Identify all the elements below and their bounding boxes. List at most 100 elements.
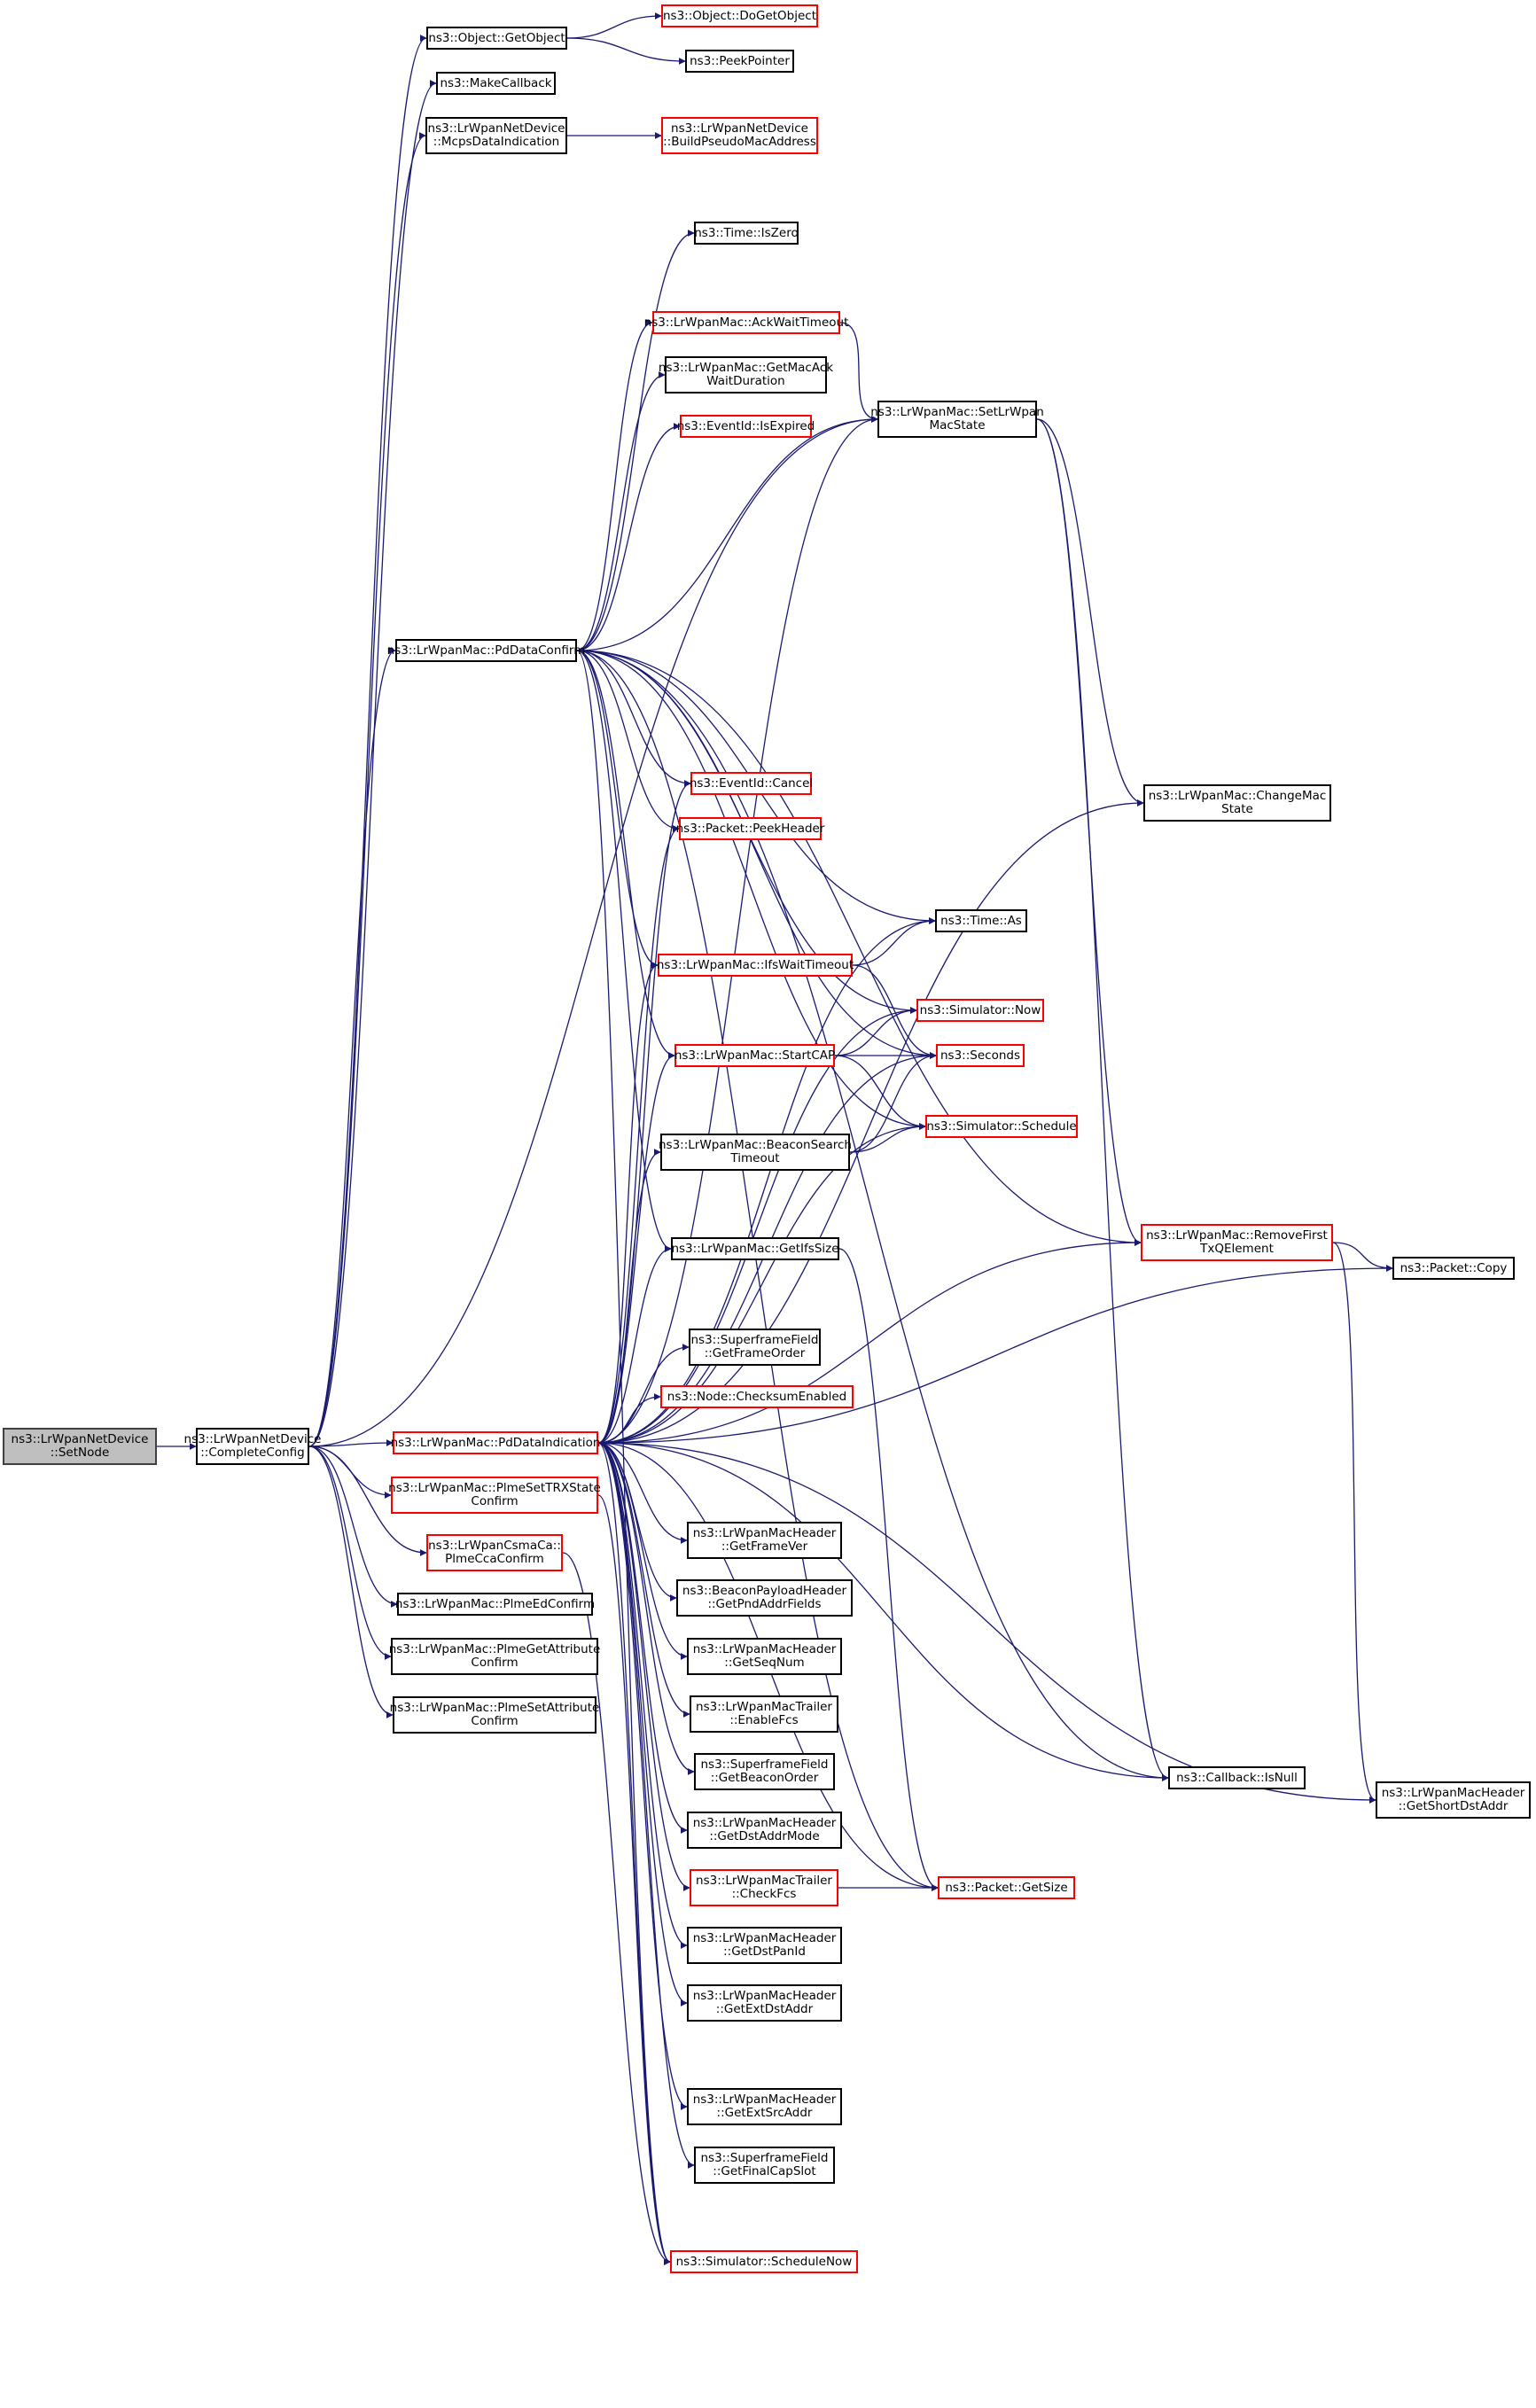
edge-pddataind-to-enablefcs xyxy=(597,1442,690,1718)
node-lrwpannetdevice-setnode: ns3::LrWpanNetDevice ::SetNode xyxy=(3,1428,157,1465)
edge-removefirst-to-packetcopy xyxy=(1332,1242,1393,1272)
node-eventid-isexpired[interactable]: ns3::EventId::IsExpired xyxy=(677,415,815,438)
edge-completeconfig-to-pddataind xyxy=(308,1439,394,1447)
node-lrwpanmac-pddataindication[interactable]: ns3::LrWpanMac::PdDataIndication xyxy=(391,1431,600,1454)
node-lrwpanmacheader-getextsrcaddr[interactable]: ns3::LrWpanMacHeader ::GetExtSrcAddr xyxy=(687,2088,842,2125)
node-lrwpanmacheader-getseqnum[interactable]: ns3::LrWpanMacHeader ::GetSeqNum xyxy=(687,1638,842,1675)
edge-removefirst-to-getshortdst xyxy=(1332,1242,1376,1804)
node-lrwpanmactrailer-checkfcs[interactable]: ns3::LrWpanMacTrailer ::CheckFcs xyxy=(690,1869,838,1906)
edge-pddataconfirm-to-ifswait xyxy=(576,650,659,969)
edge-setstate-to-changestate xyxy=(1036,418,1144,807)
node-lrwpanmac-plmesettrxstateconfirm[interactable]: ns3::LrWpanMac::PlmeSetTRXState Confirm xyxy=(388,1477,601,1514)
edge-completeconfig-to-makecallback xyxy=(308,80,437,1447)
edge-pddataconfirm-to-isnull xyxy=(576,650,1169,1781)
edge-pddataconfirm-to-startcap xyxy=(576,650,675,1059)
node-lrwpanmac-beaconsearchtimeout[interactable]: ns3::LrWpanMac::BeaconSearch Timeout xyxy=(659,1134,852,1171)
edge-pddataind-to-checksum xyxy=(597,1393,661,1444)
edge-pddataind-to-getpndaddr xyxy=(597,1442,677,1601)
edge-pddataconfirm-to-isexpired xyxy=(576,423,681,651)
edge-pddataind-to-getextsrc xyxy=(597,1442,688,2110)
node-lrwpanmac-getifssize[interactable]: ns3::LrWpanMac::GetIfsSize xyxy=(671,1237,839,1260)
node-lrwpanmacheader-getshortdstaddr[interactable]: ns3::LrWpanMacHeader ::GetShortDstAddr xyxy=(1376,1781,1531,1819)
node-lrwpanmac-startcap[interactable]: ns3::LrWpanMac::StartCAP xyxy=(674,1044,835,1067)
edge-pddataconfirm-to-removefirst xyxy=(576,650,1142,1246)
node-lrwpanmacheader-getdstpanid[interactable]: ns3::LrWpanMacHeader ::GetDstPanId xyxy=(687,1927,842,1964)
node-object-getobject[interactable]: ns3::Object::GetObject xyxy=(426,27,567,50)
node-superframefield-getframeorder[interactable]: ns3::SuperframeField ::GetFrameOrder xyxy=(689,1329,821,1366)
node-lrwpanmac-plmesetattributeconfirm[interactable]: ns3::LrWpanMac::PlmeSetAttribute Confirm xyxy=(390,1696,599,1734)
edge-pddataind-to-schedule xyxy=(597,1123,926,1444)
node-lrwpanmacheader-getdstaddrmode[interactable]: ns3::LrWpanMacHeader ::GetDstAddrMode xyxy=(687,1812,842,1849)
node-lrwpanmac-removefirsttxqelement[interactable]: ns3::LrWpanMac::RemoveFirst TxQElement xyxy=(1141,1224,1333,1261)
node-lrwpanmac-ackwaittimeout[interactable]: ns3::LrWpanMac::AckWaitTimeout xyxy=(644,311,848,334)
edge-completeconfig-to-plmecca xyxy=(308,1446,427,1556)
edge-completeconfig-to-plmesetattr xyxy=(308,1446,394,1718)
edge-pddataind-to-isnull xyxy=(597,1442,1169,1781)
edge-completeconfig-to-plmegetattr xyxy=(308,1446,392,1660)
edge-pddataconfirm-to-getsize xyxy=(576,650,939,1891)
node-packet-getsize[interactable]: ns3::Packet::GetSize xyxy=(938,1876,1075,1899)
node-eventid-cancel[interactable]: ns3::EventId::Cancel xyxy=(690,772,813,795)
edge-startcap-to-simnow xyxy=(834,1007,917,1056)
node-makecallback[interactable]: ns3::MakeCallback xyxy=(436,72,556,95)
node-lrwpanmacheader-getframever[interactable]: ns3::LrWpanMacHeader ::GetFrameVer xyxy=(687,1522,842,1559)
node-object-dogetobject[interactable]: ns3::Object::DoGetObject xyxy=(661,4,818,27)
node-peekpointer[interactable]: ns3::PeekPointer xyxy=(685,50,794,73)
node-superframefield-getfinalcapslot[interactable]: ns3::SuperframeField ::GetFinalCapSlot xyxy=(694,2147,835,2184)
edge-pddataind-to-cancel xyxy=(597,780,691,1444)
node-simulator-schedulenow[interactable]: ns3::Simulator::ScheduleNow xyxy=(670,2250,858,2273)
edge-pddataconfirm-to-peekheader xyxy=(576,650,680,832)
node-simulator-schedule[interactable]: ns3::Simulator::Schedule xyxy=(925,1115,1078,1138)
edge-pddataconfirm-to-getifssize xyxy=(576,650,672,1252)
edge-beaconsearch-to-schedule xyxy=(849,1123,926,1153)
edge-pddataind-to-ifswait xyxy=(597,962,659,1444)
edge-pddataconfirm-to-cancel xyxy=(576,650,691,787)
edge-pddataind-to-getshortdst xyxy=(597,1442,1376,1804)
node-time-as[interactable]: ns3::Time::As xyxy=(935,909,1027,932)
node-lrwpannetdevice-completeconfig[interactable]: ns3::LrWpanNetDevice ::CompleteConfig xyxy=(184,1428,321,1465)
edge-getobject-to-dogetobject xyxy=(566,12,662,39)
node-packet-peekheader[interactable]: ns3::Packet::PeekHeader xyxy=(676,817,824,840)
edge-completeconfig-to-plmeed xyxy=(308,1446,398,1608)
node-node-checksumenabled[interactable]: ns3::Node::ChecksumEnabled xyxy=(660,1385,854,1408)
node-lrwpanmac-plmegetattributeconfirm[interactable]: ns3::LrWpanMac::PlmeGetAttribute Confirm xyxy=(389,1638,600,1675)
node-lrwpannetdevice-buildpseudomacaddress[interactable]: ns3::LrWpanNetDevice ::BuildPseudoMacAdd… xyxy=(661,117,818,154)
node-superframefield-getbeaconorder[interactable]: ns3::SuperframeField ::GetBeaconOrder xyxy=(694,1753,835,1790)
edge-completeconfig-to-setstate xyxy=(308,416,878,1447)
edge-pddataind-to-simnow xyxy=(597,1007,917,1444)
node-lrwpanmactrailer-enablefcs[interactable]: ns3::LrWpanMacTrailer ::EnableFcs xyxy=(690,1695,838,1733)
node-beaconpayloadheader-getpndaddrfields[interactable]: ns3::BeaconPayloadHeader ::GetPndAddrFie… xyxy=(676,1579,853,1617)
edge-setstate-to-isnull xyxy=(1036,418,1169,1781)
node-lrwpanmac-setlrwpanmacstate[interactable]: ns3::LrWpanMac::SetLrWpan MacState xyxy=(870,401,1044,438)
edge-pddataconfirm-to-iszero xyxy=(576,230,695,651)
edge-ackwait-to-setstate xyxy=(839,322,878,423)
edge-beaconsearch-to-seconds xyxy=(849,1052,937,1153)
node-lrwpancsmaca-plmeccaconfirm[interactable]: ns3::LrWpanCsmaCa:: PlmeCcaConfirm xyxy=(426,1534,563,1571)
edge-pddataind-to-getfinalcap xyxy=(597,1442,695,2169)
edge-getifssize-to-getsize xyxy=(838,1248,939,1891)
edge-ifswait-to-timeas xyxy=(852,917,936,966)
node-lrwpanmac-pddataconfirm[interactable]: ns3::LrWpanMac::PdDataConfirm xyxy=(387,639,585,662)
node-time-iszero[interactable]: ns3::Time::IsZero xyxy=(694,222,799,245)
edge-pddataind-to-getifssize xyxy=(597,1245,672,1444)
edge-pddataind-to-packetcopy xyxy=(597,1265,1393,1444)
node-lrwpanmac-plmeedconfirm[interactable]: ns3::LrWpanMac::PlmeEdConfirm xyxy=(395,1593,595,1616)
edge-pddataconfirm-to-seconds xyxy=(576,650,937,1059)
node-lrwpannetdevice-mcpsdataindication[interactable]: ns3::LrWpanNetDevice ::McpsDataIndicatio… xyxy=(425,117,567,154)
node-packet-copy[interactable]: ns3::Packet::Copy xyxy=(1392,1257,1515,1280)
node-lrwpanmac-getmacackwaitduration[interactable]: ns3::LrWpanMac::GetMacAck WaitDuration xyxy=(659,356,833,394)
edge-completeconfig-to-pddataconfirm xyxy=(308,647,396,1447)
node-lrwpanmacheader-getextdstaddr[interactable]: ns3::LrWpanMacHeader ::GetExtDstAddr xyxy=(687,1984,842,2022)
node-seconds[interactable]: ns3::Seconds xyxy=(936,1044,1025,1067)
edge-pddataind-to-peekheader xyxy=(597,825,680,1444)
edge-pddataind-to-getframever xyxy=(597,1442,688,1544)
node-lrwpanmac-ifswaittimeout[interactable]: ns3::LrWpanMac::IfsWaitTimeout xyxy=(657,954,854,977)
edge-pddataind-to-getbeaconorder xyxy=(597,1442,695,1775)
edge-pddataind-to-getseqnum xyxy=(597,1442,688,1660)
node-callback-isnull[interactable]: ns3::Callback::IsNull xyxy=(1168,1766,1306,1789)
edge-getobject-to-peekpointer xyxy=(566,37,686,65)
node-lrwpanmac-changemacstate[interactable]: ns3::LrWpanMac::ChangeMac State xyxy=(1143,784,1331,822)
node-simulator-now[interactable]: ns3::Simulator::Now xyxy=(916,999,1044,1022)
edge-pddataind-to-getdstpanid xyxy=(597,1442,688,1949)
